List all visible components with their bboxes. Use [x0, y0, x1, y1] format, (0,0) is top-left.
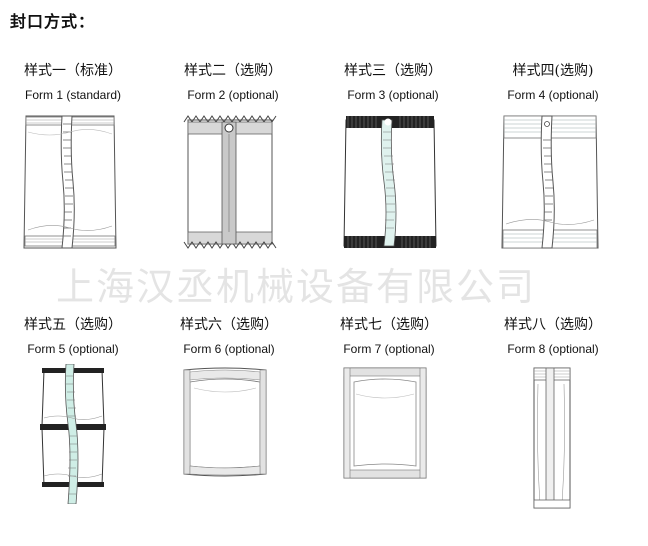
form-4-en: Form 4 (optional): [507, 88, 599, 102]
form-1-en: Form 1 (standard): [24, 88, 122, 102]
form-8-cn: 样式八（选购）: [504, 317, 602, 333]
form-3-label: 样式三（选购） Form 3 (optional): [318, 62, 468, 103]
form-7-cn: 样式七（选购）: [340, 317, 438, 333]
form-6-label: 样式六（选购） Form 6 (optional): [154, 316, 304, 357]
form-5-label: 样式五（选购） Form 5 (optional): [0, 316, 148, 357]
form-6-cn: 样式六（选购）: [180, 317, 278, 333]
form-4-label: 样式四(选购) Form 4 (optional): [478, 62, 628, 103]
form-2-label: 样式二（选购） Form 2 (optional): [158, 62, 308, 103]
form-2-cn: 样式二（选购）: [184, 63, 282, 79]
form-5-en: Form 5 (optional): [27, 342, 119, 356]
form-7-en: Form 7 (optional): [343, 342, 435, 356]
pouch-wide-band-icon: [501, 115, 599, 249]
form-2-en: Form 2 (optional): [187, 88, 279, 102]
form-8-en: Form 8 (optional): [507, 342, 599, 356]
form-4-cn: 样式四(选购): [512, 63, 594, 79]
form-7-label: 样式七（选购） Form 7 (optional): [314, 316, 464, 357]
pouch-continuous-icon: [40, 364, 106, 504]
company-watermark: 上海汉丞机械设备有限公司: [56, 265, 537, 309]
page-title: 封口方式：: [10, 12, 96, 31]
form-8-label: 样式八（选购） Form 8 (optional): [478, 316, 628, 357]
pouch-stick-icon: [533, 367, 571, 509]
form-1-cn: 样式一（标准）: [24, 63, 122, 79]
form-1-label: 样式一（标准） Form 1 (standard): [0, 62, 148, 103]
pouch-four-side-icon: [183, 367, 267, 477]
form-3-cn: 样式三（选购）: [344, 63, 442, 79]
form-6-en: Form 6 (optional): [183, 342, 275, 356]
pouch-zigzag-hole-icon: [183, 115, 277, 249]
form-5-cn: 样式五（选购）: [24, 317, 122, 333]
pouch-center-seal-icon: [23, 115, 117, 249]
pouch-dark-seal-icon: [343, 116, 437, 248]
pouch-three-side-icon: [343, 367, 427, 479]
form-3-en: Form 3 (optional): [347, 88, 439, 102]
